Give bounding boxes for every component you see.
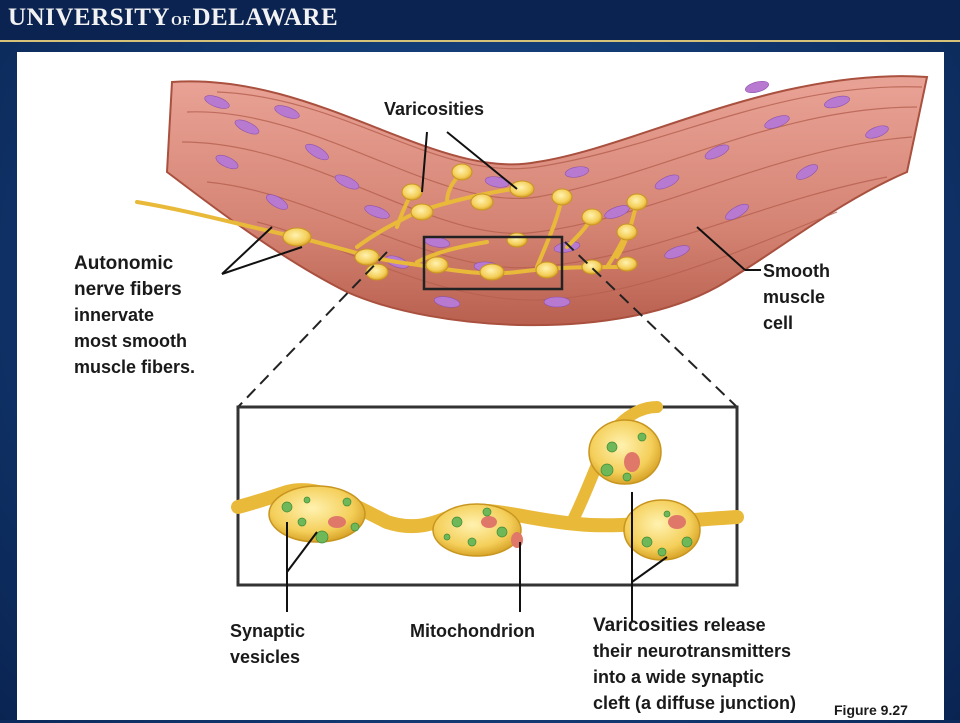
label-varicosities-top: Varicosities	[384, 99, 485, 119]
label-mitochondrion: Mitochondrion	[410, 621, 535, 641]
zoom-region-box	[422, 235, 564, 291]
header-bar: UNIVERSITYOFDELAWARE	[0, 0, 960, 42]
zoomed-nerve-fiber	[231, 401, 744, 561]
smooth-muscle-illustration	[135, 75, 929, 622]
slide-content: Varicosities Autonomic nerve fibers inne…	[17, 52, 944, 720]
university-of-delaware-logo: UNIVERSITYOFDELAWARE	[8, 4, 339, 31]
figure-number: Figure 9.27	[834, 702, 908, 718]
